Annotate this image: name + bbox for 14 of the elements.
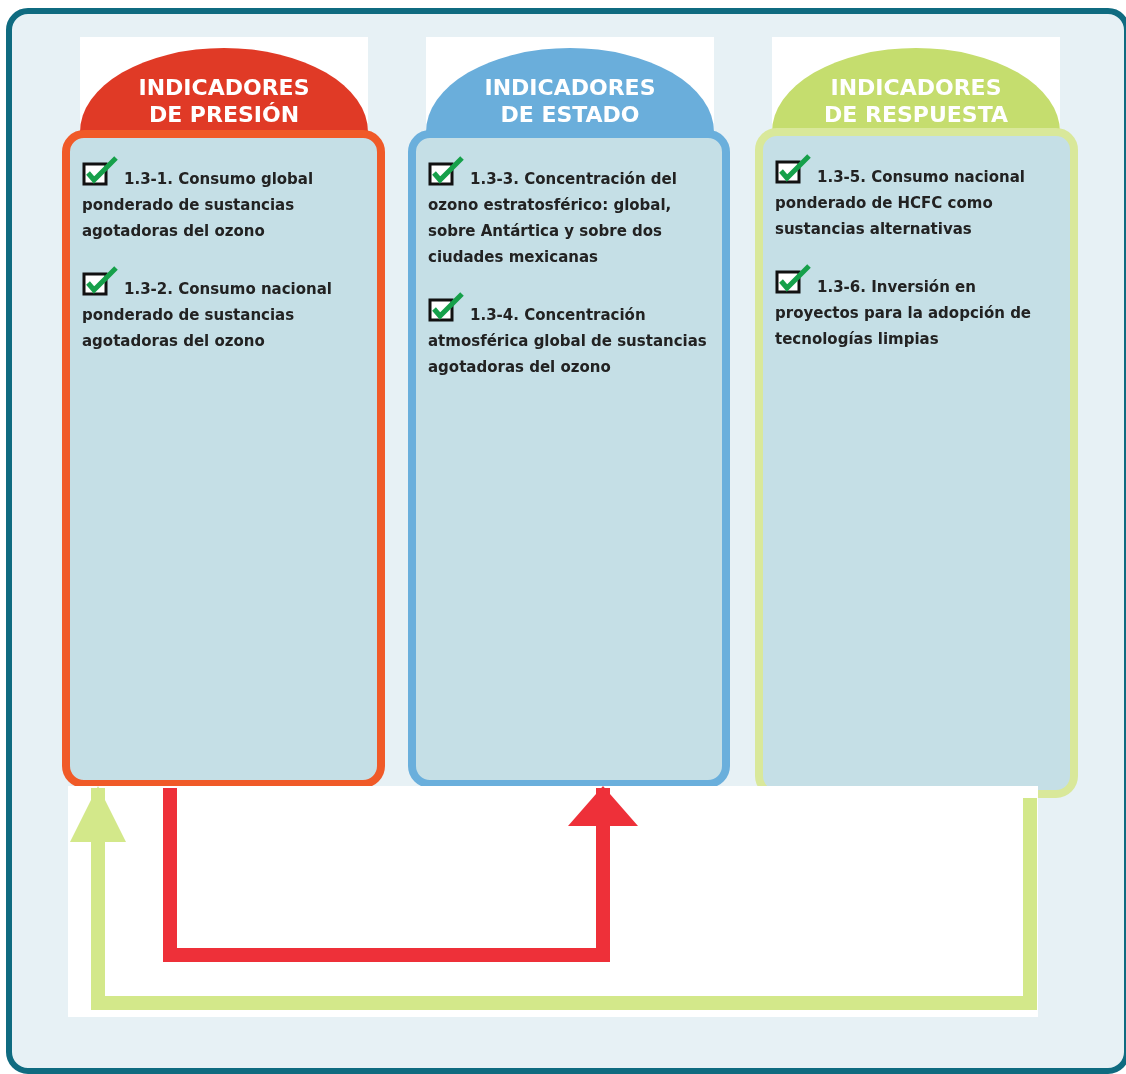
indicator-panel — [408, 130, 730, 788]
header-title: INDICADORES DE ESTADO — [483, 74, 657, 128]
indicator-text: 1.3-4. Concentración atmosférica global de sustancias agotadoras del ozono — [428, 292, 708, 380]
indicator-text: 1.3-1. Consumo global ponderado de sustancias agotadoras del ozono — [82, 156, 363, 244]
arrow — [163, 786, 638, 962]
indicator-text: 1.3-5. Consumo nacional ponderado de HCFC como sustancias alternativas — [775, 154, 1056, 242]
arrow — [70, 786, 1037, 1010]
indicator-text: 1.3-3. Concentración del ozono estratosférico: global, sobre Antártica y sobre dos ciudades mexicanas — [428, 156, 708, 270]
header-title: INDICADORES DE RESPUESTA — [823, 74, 1009, 128]
indicator-text: 1.3-6. Inversión en proyectos para la adopción de tecnologías limpias — [775, 264, 1056, 352]
indicator-panel — [62, 130, 385, 788]
indicator-panel — [755, 128, 1078, 798]
header-title: INDICADORES DE PRESIÓN — [137, 74, 311, 128]
indicator-text: 1.3-2. Consumo nacional ponderado de sustancias agotadoras del ozono — [82, 266, 363, 354]
